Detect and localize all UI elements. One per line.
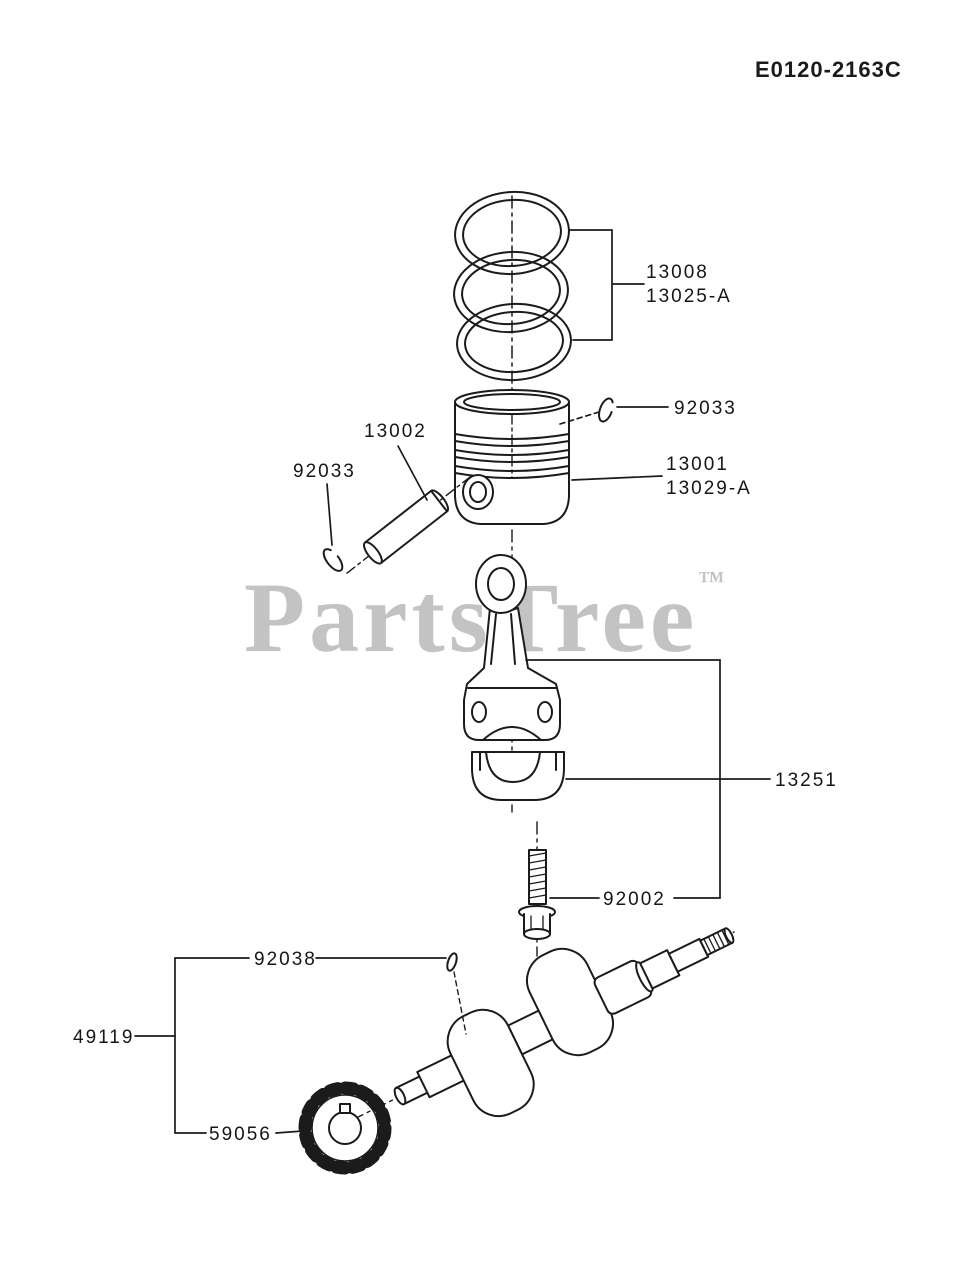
- gear-keyway: [339, 1103, 351, 1114]
- piston-pin-hole: [462, 474, 494, 510]
- rod-cap: [471, 751, 565, 801]
- diagram-code: E0120-2163C: [755, 57, 902, 82]
- watermark-text: PartsTree: [244, 562, 699, 673]
- piston: [454, 389, 570, 525]
- crank-web-left: [446, 1008, 535, 1118]
- watermark: PartsTree™: [244, 568, 724, 668]
- label-piston: 13001: [666, 454, 729, 475]
- label-ring-set-alt: 13025-A: [646, 286, 732, 307]
- label-piston-alt: 13029-A: [666, 478, 752, 499]
- label-connecting-rod: 13251: [775, 770, 838, 791]
- leader-lines: [134, 229, 771, 1134]
- rod-bolt: [518, 821, 556, 957]
- snap-ring-left: [322, 548, 344, 572]
- label-crankshaft: 49119: [73, 1027, 134, 1048]
- crank-key: [446, 952, 467, 1035]
- rod-small-end: [475, 554, 527, 614]
- timing-gear: [298, 1081, 392, 1175]
- label-clip-right: 92033: [674, 398, 737, 419]
- snap-ring-right: [598, 397, 614, 423]
- label-ring-set: 13008: [646, 262, 709, 283]
- piston-rings: [453, 190, 572, 382]
- label-piston-pin: 13002: [364, 421, 427, 442]
- trademark-symbol: ™: [698, 566, 725, 595]
- label-clip-left: 92033: [293, 461, 356, 482]
- piston-pin: [346, 475, 472, 574]
- connecting-rod: [463, 529, 561, 813]
- crankshaft: [351, 927, 735, 1121]
- label-rod-bolt: 92002: [603, 889, 666, 910]
- label-timing-gear: 59056: [209, 1124, 272, 1145]
- label-crank-key: 92038: [254, 949, 317, 970]
